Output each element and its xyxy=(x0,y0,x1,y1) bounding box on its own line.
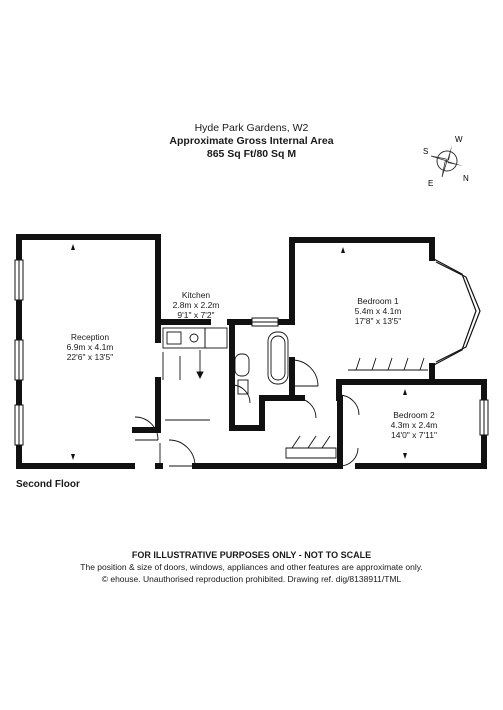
compass-icon: W S N E xyxy=(423,135,469,188)
room-name: Kitchen xyxy=(181,290,211,300)
room-metric: 4.3m x 2.4m xyxy=(390,420,438,430)
room-name: Reception xyxy=(70,332,110,342)
room-reception: Reception 6.9m x 4.1m 22'6" x 13'5" xyxy=(40,332,140,362)
compass-w: W xyxy=(455,135,463,144)
room-metric: 5.4m x 4.1m xyxy=(354,306,402,316)
room-imperial: 9'1" x 7'2" xyxy=(177,310,215,320)
compass-n: N xyxy=(463,174,469,183)
room-kitchen: Kitchen 2.8m x 2.2m 9'1" x 7'2" xyxy=(156,290,236,320)
area-value: 865 Sq Ft/80 Sq M xyxy=(206,148,297,160)
room-bedroom-2: Bedroom 2 4.3m x 2.4m 14'0" x 7'11" xyxy=(374,410,454,440)
bay-window xyxy=(431,257,481,367)
disclaimer-title: FOR ILLUSTRATIVE PURPOSES ONLY - NOT TO … xyxy=(131,550,372,560)
wardrobes xyxy=(285,357,428,459)
room-metric: 2.8m x 2.2m xyxy=(172,300,220,310)
doors xyxy=(134,359,360,467)
compass-e: E xyxy=(428,179,433,188)
room-metric: 6.9m x 4.1m xyxy=(66,342,114,352)
disclaimer-text: The position & size of doors, windows, a… xyxy=(80,562,423,572)
plan-header: Hyde Park Gardens, W2 Approximate Gross … xyxy=(0,122,503,161)
room-name: Bedroom 1 xyxy=(357,296,399,306)
ceiling-markers xyxy=(71,244,407,460)
compass-s: S xyxy=(423,147,428,156)
copyright-text: © ehouse. Unauthorised reproduction proh… xyxy=(101,574,402,584)
room-bedroom-1: Bedroom 1 5.4m x 4.1m 17'8" x 13'5" xyxy=(338,296,418,326)
property-title: Hyde Park Gardens, W2 xyxy=(194,122,309,134)
room-name: Bedroom 2 xyxy=(393,410,435,420)
room-imperial: 22'6" x 13'5" xyxy=(66,352,114,362)
disclaimer: FOR ILLUSTRATIVE PURPOSES ONLY - NOT TO … xyxy=(0,549,503,585)
room-imperial: 17'8" x 13'5" xyxy=(354,316,402,326)
kitchen-fittings xyxy=(162,327,228,421)
floor-label: Second Floor xyxy=(16,479,80,490)
room-imperial: 14'0" x 7'11" xyxy=(391,430,437,440)
bathroom-fittings xyxy=(234,331,289,395)
windows xyxy=(14,259,489,446)
area-subtitle: Approximate Gross Internal Area xyxy=(169,135,334,147)
